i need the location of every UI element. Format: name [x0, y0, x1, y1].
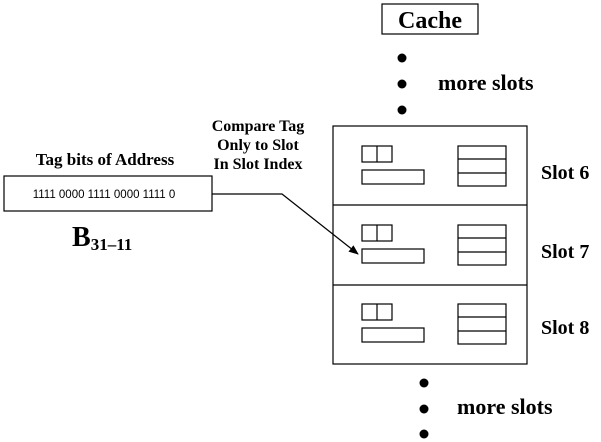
slot-tag-field — [361, 248, 425, 264]
slot-6: Slot 6 — [361, 145, 589, 187]
slot-data-block — [457, 224, 507, 266]
address-title: Tag bits of Address — [36, 150, 175, 169]
ellipsis-dot — [397, 105, 407, 115]
slot-data-block — [457, 145, 507, 187]
address-bits-box — [3, 175, 213, 212]
ellipsis-dot — [397, 79, 407, 89]
ellipsis-dot — [419, 378, 429, 388]
cache-title-text: Cache — [398, 8, 462, 34]
compare-note-line-2: Only to Slot — [217, 137, 299, 154]
address-bits-value: 1111 0000 1111 0000 1111 0 — [33, 189, 176, 201]
compare-note: Compare Tag Only to Slot In Slot Index — [212, 118, 305, 173]
top-ellipsis — [397, 53, 407, 115]
more-slots-bottom-label: more slots — [457, 394, 553, 419]
slot-data-block — [457, 303, 507, 345]
compare-arrow — [212, 193, 359, 255]
address-tag: Tag bits of Address 1111 0000 1111 0000 … — [3, 150, 213, 254]
ellipsis-dot — [419, 404, 429, 414]
more-slots-top-label: more slots — [438, 70, 534, 95]
ellipsis-dot — [419, 429, 429, 439]
compare-note-line-3: In Slot Index — [214, 156, 303, 173]
ellipsis-dot — [397, 53, 407, 63]
slot-8-label: Slot 8 — [541, 317, 589, 339]
slot-tag-field — [361, 169, 425, 185]
compare-note-line-1: Compare Tag — [212, 118, 305, 135]
slot-7-label: Slot 7 — [541, 241, 589, 263]
slot-7: Slot 7 — [361, 224, 589, 266]
slot-tag-field — [361, 327, 425, 343]
bottom-ellipsis — [419, 378, 429, 439]
bit-range-label: B31–11 — [72, 222, 132, 254]
slot-6-label: Slot 6 — [541, 162, 589, 184]
slot-8: Slot 8 — [361, 303, 589, 345]
cache-title: Cache — [381, 3, 479, 35]
cache-title-box — [381, 3, 479, 35]
